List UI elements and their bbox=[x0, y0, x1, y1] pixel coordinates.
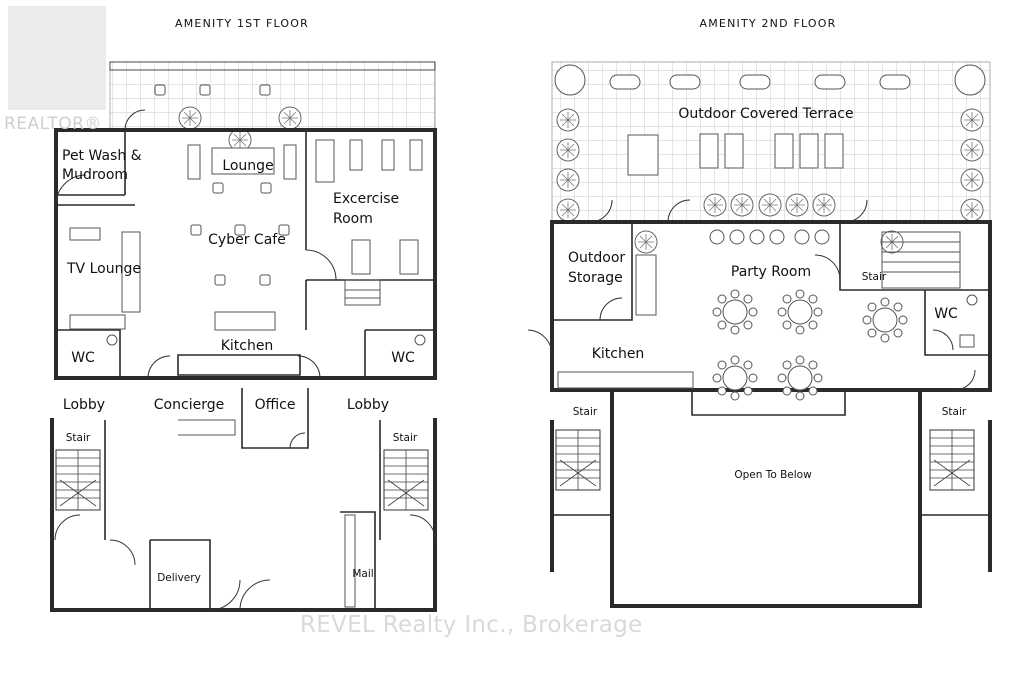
lobby-left-label: Lobby bbox=[63, 397, 105, 413]
first-floor-wc-right-label: WC bbox=[391, 350, 415, 366]
mail-label: Mail bbox=[352, 568, 373, 580]
party-room-label: Party Room bbox=[731, 264, 811, 280]
second-floor: AMENITY 2ND FLOOR Outdoor Covered Terrac… bbox=[527, 17, 992, 608]
delivery-label: Delivery bbox=[157, 572, 201, 584]
first-floor-wc-left-label: WC bbox=[71, 350, 95, 366]
first-floor: AMENITY 1ST FLOOR Pet Wash & Mudroom Lou… bbox=[50, 17, 437, 612]
second-floor-kitchen-label: Kitchen bbox=[592, 346, 645, 362]
exercise-room-label-line1: Excercise bbox=[333, 191, 399, 207]
second-floor-stair-left-label: Stair bbox=[573, 406, 598, 418]
pet-wash-label-line1: Pet Wash & bbox=[62, 148, 142, 164]
pet-wash-label-line2: Mudroom bbox=[62, 167, 128, 183]
office-label: Office bbox=[255, 397, 296, 413]
realtor-logo-text: REALTOR® bbox=[4, 114, 102, 134]
terrace-planters bbox=[554, 64, 986, 254]
first-floor-kitchen-label: Kitchen bbox=[221, 338, 274, 354]
lobby-right-label: Lobby bbox=[347, 397, 389, 413]
first-floor-title: AMENITY 1ST FLOOR bbox=[175, 17, 309, 30]
exercise-room-label-line2: Room bbox=[333, 211, 373, 227]
outdoor-storage-label-line2: Storage bbox=[568, 270, 623, 286]
lounge-label: Lounge bbox=[222, 158, 273, 174]
party-room-chairs bbox=[709, 229, 830, 245]
realtor-r-mark bbox=[8, 6, 106, 110]
tv-lounge-label: TV Lounge bbox=[66, 261, 141, 277]
cyber-cafe-label: Cyber Cafe bbox=[208, 232, 286, 248]
second-floor-wc-label: WC bbox=[934, 306, 958, 322]
first-floor-exterior-wall bbox=[54, 128, 437, 380]
concierge-label: Concierge bbox=[154, 397, 224, 413]
realtor-logo: REALTOR® bbox=[0, 0, 112, 134]
outdoor-storage-label-line1: Outdoor bbox=[568, 250, 625, 266]
second-floor-stair-right-label: Stair bbox=[942, 406, 967, 418]
brokerage-watermark: REVEL Realty Inc., Brokerage bbox=[300, 612, 643, 638]
patio-tiles bbox=[109, 61, 436, 131]
first-floor-stair-right-label: Stair bbox=[393, 432, 418, 444]
open-to-below-label: Open To Below bbox=[734, 469, 812, 481]
second-floor-title: AMENITY 2ND FLOOR bbox=[700, 17, 837, 30]
terrace-label: Outdoor Covered Terrace bbox=[678, 106, 853, 122]
terrace-furniture bbox=[609, 74, 911, 176]
first-floor-stair-left-label: Stair bbox=[66, 432, 91, 444]
second-floor-stair-upper-label: Stair bbox=[862, 271, 887, 283]
